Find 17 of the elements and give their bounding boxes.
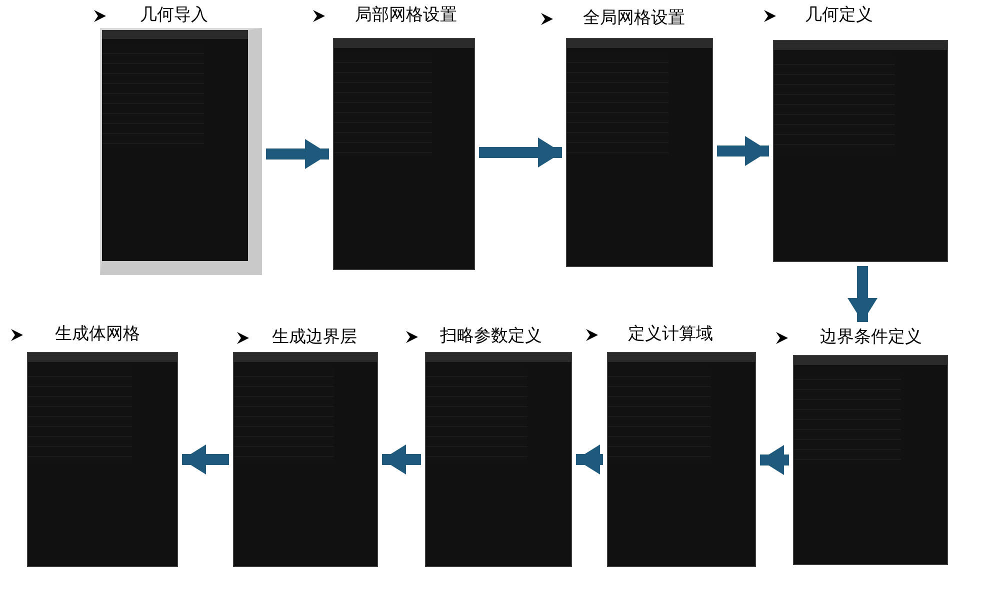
step-title: 生成边界层 xyxy=(272,326,357,348)
block-arrow xyxy=(848,266,878,322)
block-arrow xyxy=(717,136,769,166)
step-title: 边界条件定义 xyxy=(820,326,922,348)
block-arrow xyxy=(479,138,562,168)
step-title: 几何定义 xyxy=(805,4,873,26)
block-arrow xyxy=(182,444,229,474)
step-title: 定义计算域 xyxy=(628,323,713,345)
step-title: 全局网格设置 xyxy=(583,7,685,29)
block-arrow xyxy=(576,444,603,474)
step-title: 几何导入 xyxy=(140,4,208,26)
block-arrow xyxy=(382,444,421,474)
step-title: 扫略参数定义 xyxy=(440,325,542,347)
block-arrow xyxy=(266,139,329,169)
block-arrow xyxy=(760,445,789,475)
step-title: 局部网格设置 xyxy=(355,4,457,26)
step-title: 生成体网格 xyxy=(55,323,140,345)
